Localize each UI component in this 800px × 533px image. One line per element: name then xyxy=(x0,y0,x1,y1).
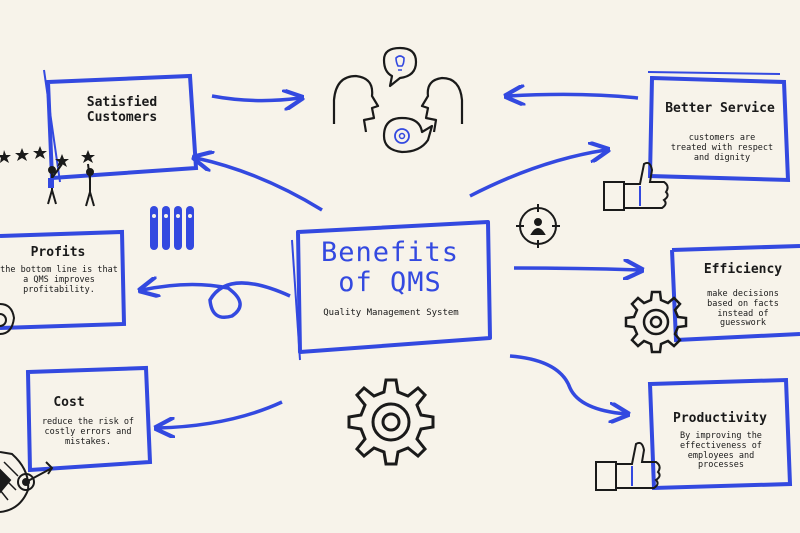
cost-title: Cost xyxy=(53,395,85,410)
arrow-to-productivity xyxy=(509,354,626,414)
center-subtitle: Quality Management System xyxy=(323,308,459,318)
arrow-to-service xyxy=(469,150,606,198)
service-body: customers are treated with respect and d… xyxy=(670,133,774,163)
profits-body: the bottom line is that a QMS improves p… xyxy=(0,265,118,295)
people-icon xyxy=(47,163,95,207)
satisfied-title: Satisfied Customers xyxy=(62,95,182,126)
service-title: Better Service xyxy=(665,101,775,116)
satisfied-title-line2: Customers xyxy=(86,109,158,125)
arrow-to-profits xyxy=(142,283,291,319)
efficiency-title: Efficiency xyxy=(703,262,783,277)
person-target-icon xyxy=(516,204,560,248)
center-title-line2: of QMS xyxy=(338,266,442,298)
gear-icon xyxy=(624,290,688,354)
efficiency-body: make decisions based on facts instead of… xyxy=(707,289,779,329)
center-box xyxy=(296,220,492,354)
profits-title: Profits xyxy=(30,245,86,260)
cost-body: reduce the risk of costly errors and mis… xyxy=(41,417,135,447)
satisfied-box xyxy=(45,73,199,181)
center-title-line1: Benefits xyxy=(320,237,460,268)
profits-box xyxy=(0,229,127,330)
heads-thinking-icon xyxy=(332,46,464,154)
productivity-body: By improving the effectiveness of employ… xyxy=(680,431,762,471)
service-box xyxy=(647,75,791,183)
star-icon xyxy=(0,146,95,167)
productivity-box xyxy=(647,377,793,491)
center-title: Benefits of QMS xyxy=(300,238,480,297)
cost-box xyxy=(25,365,153,473)
arrow-to-cost xyxy=(158,400,283,428)
people-icon xyxy=(150,206,194,250)
thumbs-up-icon xyxy=(595,441,661,491)
productivity-title: Productivity xyxy=(673,411,767,426)
efficiency-box xyxy=(670,244,800,343)
gear-icon xyxy=(347,378,435,466)
arrow-to-heads-1 xyxy=(211,96,300,101)
thumbs-up-icon xyxy=(603,161,669,211)
arrow-to-satisfied xyxy=(196,158,323,212)
satisfied-title-line1: Satisfied xyxy=(86,95,158,110)
target-icon xyxy=(0,451,54,513)
arrow-to-efficiency xyxy=(513,268,640,270)
gear-icon xyxy=(0,303,16,335)
arrow-from-service xyxy=(508,94,639,98)
